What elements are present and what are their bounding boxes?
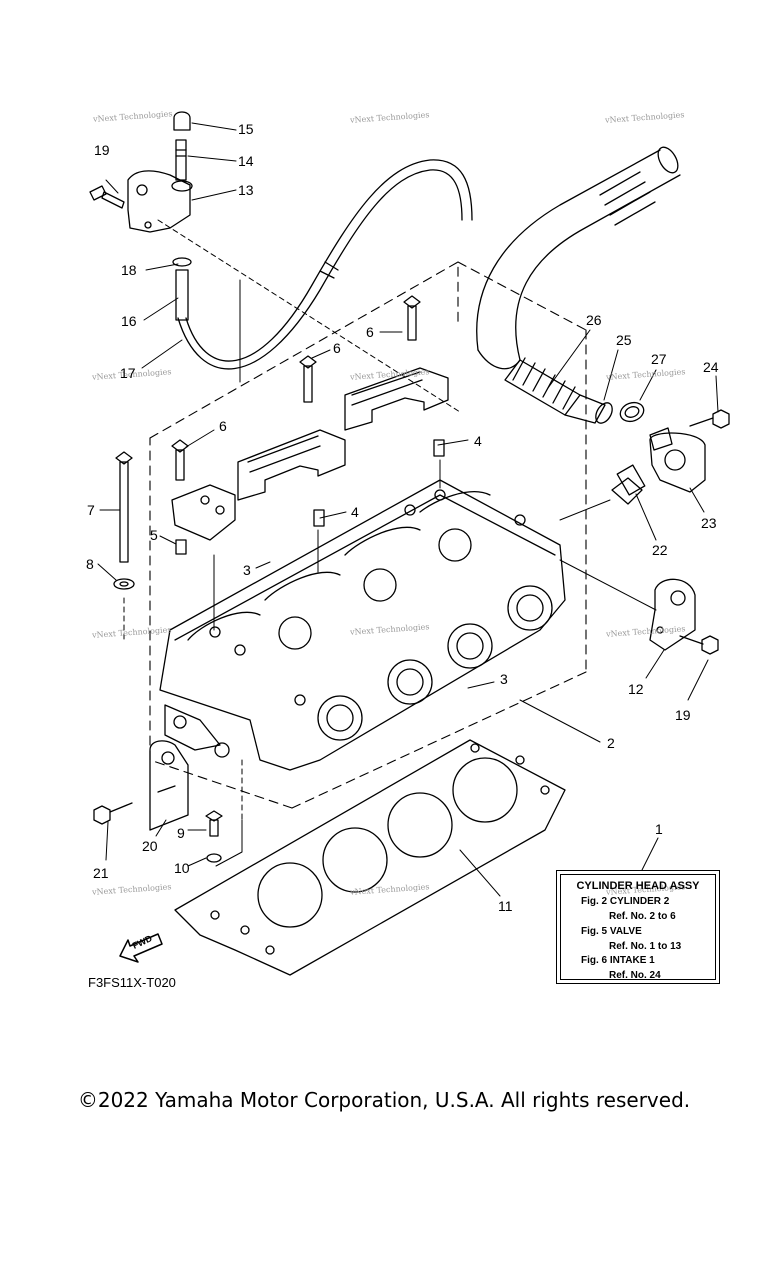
callout-leaders: [97, 122, 719, 897]
cylinder-head-body: [159, 479, 566, 771]
callout-9: 9: [177, 825, 185, 841]
callout-20: 20: [142, 838, 158, 854]
callout-15: 15: [238, 121, 254, 137]
sensor-and-housing: [611, 427, 706, 505]
callout-10: 10: [174, 860, 190, 876]
diagram-code: F3FS11X-T020: [88, 975, 176, 990]
head-bolt-and-washer: [113, 451, 135, 590]
note-line-2: Ref. No. 2 to 6: [609, 911, 676, 922]
note-line-1: Fig. 2 CYLINDER 2: [581, 896, 670, 907]
intake-boot: [504, 357, 613, 424]
callout-19-top: 19: [94, 142, 110, 158]
head-gasket: [174, 739, 566, 976]
callout-25: 25: [616, 332, 632, 348]
callout-3-right: 3: [500, 671, 508, 687]
callout-5: 5: [150, 527, 158, 543]
hose-clamp: [619, 401, 645, 423]
note-box-title: CYLINDER HEAD ASSY: [576, 880, 700, 892]
fwd-arrow-shape: [119, 933, 163, 963]
callout-22: 22: [652, 542, 668, 558]
callout-6-left: 6: [219, 418, 227, 434]
callout-26: 26: [586, 312, 602, 328]
note-line-5: Fig. 6 INTAKE 1: [581, 955, 655, 966]
reference-note-box: CYLINDER HEAD ASSY Fig. 2 CYLINDER 2 Ref…: [556, 870, 720, 984]
callout-12: 12: [628, 681, 644, 697]
callout-21: 21: [93, 865, 109, 881]
callout-14: 14: [238, 153, 254, 169]
side-brackets: [149, 578, 696, 831]
callout-4-upper: 4: [474, 433, 482, 449]
fwd-label: FWD: [130, 933, 154, 951]
top-bracket-parts: [89, 111, 193, 233]
callout-4-lower: 4: [351, 504, 359, 520]
note-line-4: Ref. No. 1 to 13: [609, 941, 682, 952]
callout-24: 24: [703, 359, 719, 375]
assembly-dashed-outline: [149, 261, 587, 809]
camshaft-caps: [171, 367, 449, 541]
note-line-3: Fig. 5 VALVE: [581, 926, 642, 937]
callout-6-middle: 6: [333, 340, 341, 356]
callout-16: 16: [121, 313, 137, 329]
callout-17: 17: [120, 365, 136, 381]
fwd-arrow: FWD: [116, 922, 174, 962]
note-line-6: Ref. No. 24: [609, 970, 661, 981]
intake-duct-hose: [476, 146, 681, 370]
callout-27: 27: [651, 351, 667, 367]
callout-1: 1: [655, 821, 663, 837]
callout-13: 13: [238, 182, 254, 198]
callout-7: 7: [87, 502, 95, 518]
callout-3-left: 3: [243, 562, 251, 578]
copyright-notice: ©2022 Yamaha Motor Corporation, U.S.A. A…: [77, 1088, 691, 1112]
misc-bolts: [93, 409, 730, 863]
breather-hose: [172, 159, 473, 370]
cap-bolts: [171, 295, 421, 481]
callout-23: 23: [701, 515, 717, 531]
callout-18: 18: [121, 262, 137, 278]
dowel-pins: [175, 439, 445, 555]
callout-11: 11: [498, 898, 513, 914]
callout-2: 2: [607, 735, 615, 751]
callout-19-right: 19: [675, 707, 691, 723]
callout-8: 8: [86, 556, 94, 572]
callout-6-right: 6: [366, 324, 374, 340]
